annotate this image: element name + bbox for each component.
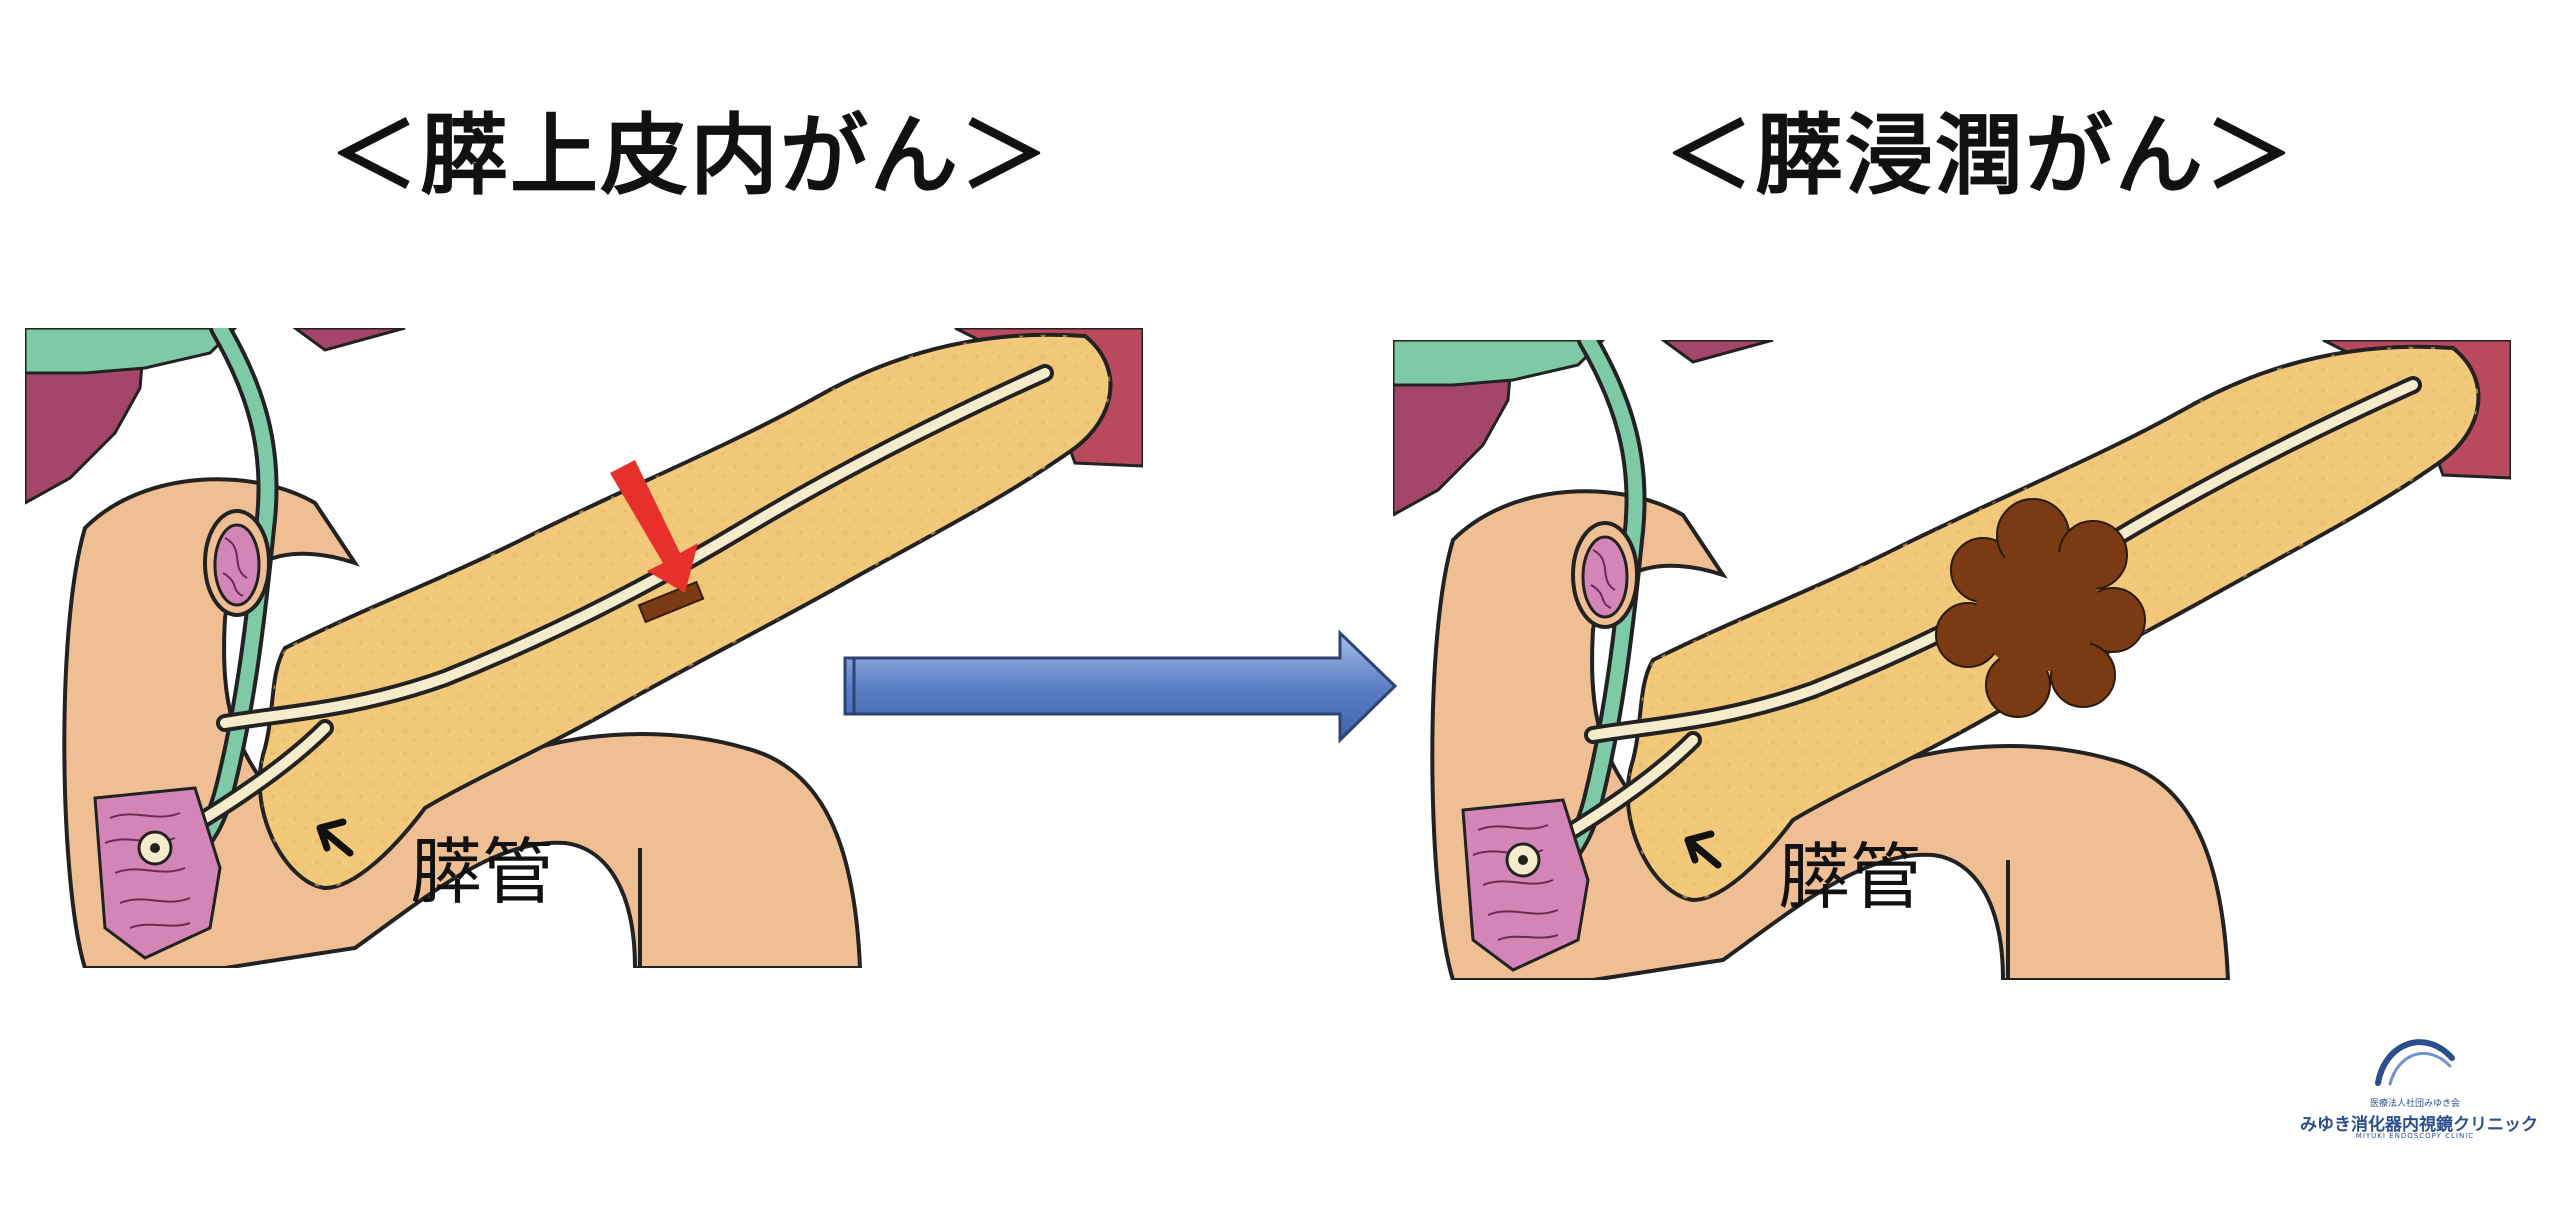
duodenum-lumen <box>203 509 271 617</box>
title-intraepithelial-cancer: ＜膵上皮内がん＞ <box>330 104 1051 207</box>
pancreatic-duct-label: 膵管 <box>1778 835 1923 919</box>
clinic-logo: 医療法人社団みゆき会 みゆき消化器内視鏡クリニック MIYUKI ENDOSCO… <box>2300 1028 2538 1148</box>
logo-arc-icon <box>2375 1039 2455 1086</box>
title-invasive-cancer: ＜膵浸潤がん＞ <box>1665 104 2296 207</box>
pancreas-illustration-intraepithelial: 膵管 <box>25 328 1143 968</box>
duct-label-pointer <box>316 818 354 857</box>
duct-label-pointer <box>1684 830 1722 869</box>
pancreatic-duct-label: 膵管 <box>410 830 555 914</box>
duodenal-mucosa <box>93 786 222 960</box>
duodenal-mucosa <box>1461 798 1590 972</box>
lesion-pointer-arrow <box>610 460 698 593</box>
pancreas-illustration-invasive: 膵管 <box>1393 340 2511 980</box>
intraepithelial-lesion <box>637 580 705 624</box>
logo-org-name: 医療法人社団みゆき会 <box>2369 1099 2460 1109</box>
logo-clinic-name: みゆき消化器内視鏡クリニック <box>2300 1115 2538 1135</box>
duodenum-lumen <box>1571 521 1639 629</box>
progression-arrow <box>843 629 1398 744</box>
invasive-tumor <box>1935 498 2146 718</box>
logo-english-name: MIYUKI ENDOSCOPY CLINIC <box>2355 1132 2475 1140</box>
